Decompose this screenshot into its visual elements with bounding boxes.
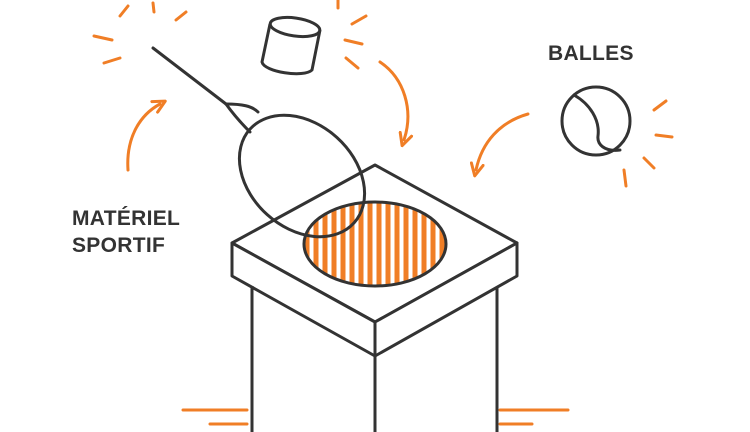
balls-label: BALLES <box>548 42 634 65</box>
ground-lines <box>181 408 570 426</box>
tennis-ball-icon <box>560 85 632 157</box>
sparkle-rays-icon <box>92 0 674 188</box>
tennis-racket-icon <box>151 46 367 239</box>
sports-equipment-label-line1: MATÉRIEL <box>72 207 181 230</box>
sports-equipment-label: MATÉRIEL SPORTIF <box>72 205 180 259</box>
sports-equipment-label-line2: SPORTIF <box>72 234 166 257</box>
sweatband-icon <box>260 15 322 76</box>
curved-arrow-icon <box>126 60 530 178</box>
